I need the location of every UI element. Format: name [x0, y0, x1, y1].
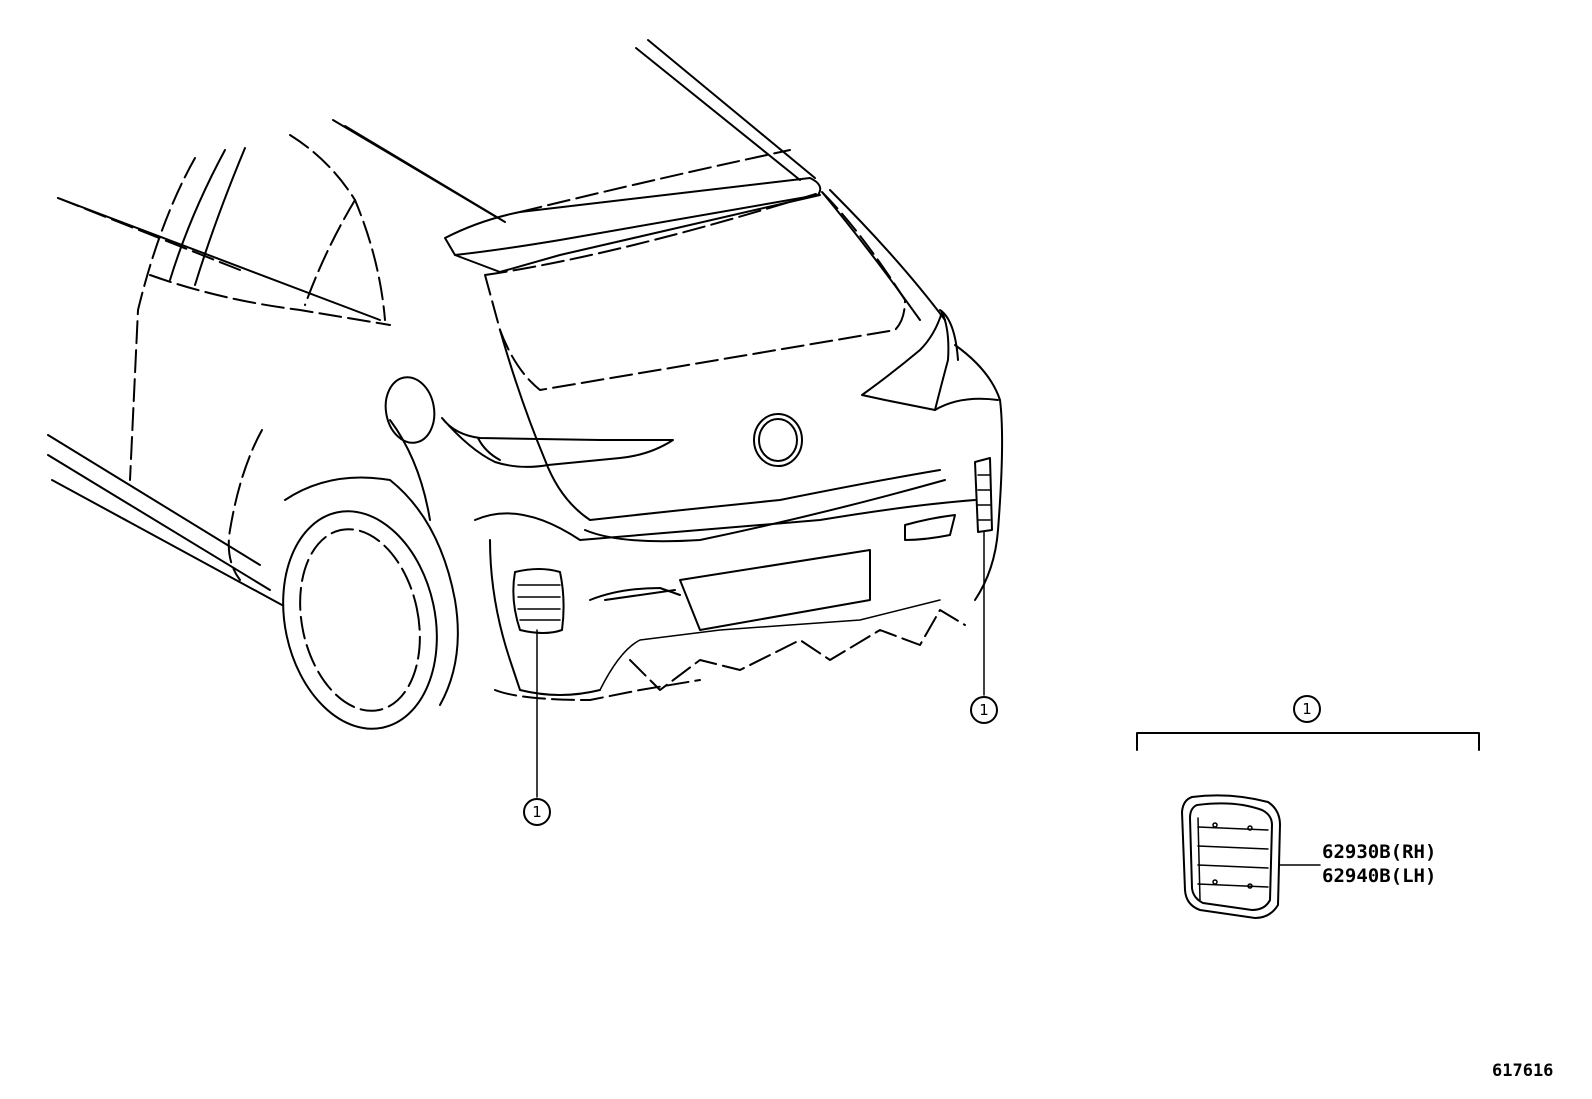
part-number-rh: 62930B(RH) — [1322, 841, 1436, 863]
callout-right: 1 — [970, 696, 998, 724]
figure-id: 617616 — [1492, 1061, 1553, 1081]
car-illustration — [47, 39, 1004, 730]
svg-text:1: 1 — [532, 803, 542, 821]
left-rear-vent — [512, 568, 565, 634]
right-rear-vent — [974, 457, 993, 533]
detail-vent-part — [1181, 794, 1281, 919]
svg-text:1: 1 — [979, 701, 989, 719]
svg-text:1: 1 — [1302, 700, 1312, 718]
callout-detail: 1 — [1293, 695, 1321, 723]
detail-bracket — [1136, 732, 1480, 751]
part-number-lh: 62940B(LH) — [1322, 865, 1436, 887]
callout-left: 1 — [523, 798, 551, 826]
